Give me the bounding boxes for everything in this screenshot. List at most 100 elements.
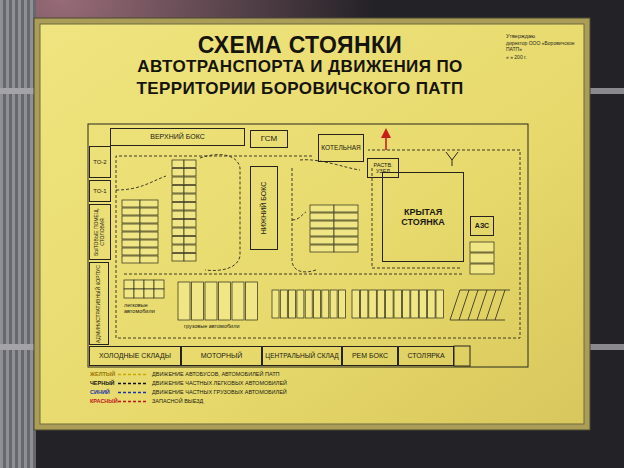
parking-slot-group bbox=[272, 290, 345, 318]
parking-slot bbox=[122, 224, 140, 231]
legend-row: ДВИЖЕНИЕ АВТОБУСОВ, АВТОМОБИЛЕЙ ПАТП bbox=[152, 371, 279, 377]
parking-slot-group bbox=[124, 280, 164, 298]
parking-slot-line bbox=[486, 290, 496, 320]
building-box: ТО-2 bbox=[89, 146, 111, 178]
building-box: СТОЛЯРКА bbox=[398, 346, 454, 366]
parking-slot-group bbox=[122, 200, 158, 263]
small-building bbox=[454, 346, 470, 366]
parking-slot bbox=[122, 256, 140, 263]
legend-row: ЗАПАСНОЙ ВЫЕЗД bbox=[152, 398, 203, 404]
box-label-group: КОТЕЛЬНАЯ bbox=[321, 144, 360, 151]
box-label-group: ГСМ bbox=[261, 134, 277, 143]
parking-slot bbox=[334, 221, 358, 228]
parking-slot bbox=[436, 290, 444, 318]
parking-slot bbox=[192, 282, 204, 320]
box-label: КОТЕЛЬНАЯ bbox=[321, 144, 360, 151]
parking-slot bbox=[402, 290, 410, 318]
parking-slot bbox=[310, 205, 334, 212]
parking-slot bbox=[184, 160, 196, 168]
label: легковые автомобили bbox=[124, 302, 170, 315]
parking-slot bbox=[154, 280, 164, 289]
label-holder: СИНИЙ bbox=[90, 389, 110, 395]
legend-row: ДВИЖЕНИЕ ЧАСТНЫХ ГРУЗОВЫХ АВТОМОБИЛЕЙ bbox=[152, 389, 287, 395]
parking-slot bbox=[369, 290, 377, 318]
parking-slot bbox=[140, 200, 158, 207]
box-label-group: НИЖНИЙ БОКС bbox=[260, 182, 268, 235]
label: « » 200 г. bbox=[506, 55, 527, 61]
parking-slot bbox=[377, 290, 385, 318]
parking-slot bbox=[334, 213, 358, 220]
parking-slot-group bbox=[352, 290, 444, 318]
box-label-group: ХОЛОДНЫЕ СКЛАДЫ bbox=[99, 352, 171, 360]
parking-slot bbox=[124, 280, 134, 289]
parking-slot bbox=[330, 290, 337, 318]
parking-slot bbox=[470, 253, 494, 263]
parking-slot bbox=[140, 224, 158, 231]
box-label: ЦЕНТРАЛЬНЫЙ СКЛАД bbox=[265, 352, 338, 359]
parking-slot bbox=[140, 208, 158, 215]
parking-slot-line bbox=[477, 290, 487, 320]
parking-slot bbox=[386, 290, 394, 318]
parking-slot bbox=[205, 282, 217, 320]
label-holder: директор ООО «Боровичское ПАТП» bbox=[506, 41, 582, 53]
parking-slot bbox=[352, 290, 360, 318]
legend-sample bbox=[118, 392, 148, 393]
parking-slot bbox=[140, 232, 158, 239]
label-holder: « » 200 г. bbox=[506, 55, 527, 61]
fork-symbol bbox=[446, 152, 458, 166]
box-label: ХОЛОДНЫЕ СКЛАДЫ bbox=[99, 352, 171, 360]
parking-slot bbox=[124, 289, 134, 298]
building-box: ГСМ bbox=[250, 130, 288, 148]
rail bbox=[586, 88, 624, 94]
building-box: НИЖНИЙ БОКС bbox=[250, 166, 278, 250]
box-label-group: ВЕРХНИЙ БОКС bbox=[150, 133, 204, 141]
parking-slot-group bbox=[178, 282, 258, 320]
parking-slot bbox=[219, 282, 231, 320]
box-label: ВЕРХНИЙ БОКС bbox=[150, 133, 204, 141]
parking-slot bbox=[394, 290, 402, 318]
parking-slot bbox=[172, 194, 184, 202]
board-frame bbox=[34, 18, 590, 430]
parking-slot bbox=[334, 237, 358, 244]
box-label: СТОЛОВАЯ bbox=[100, 208, 106, 256]
parking-slot bbox=[322, 290, 329, 318]
parking-slot bbox=[172, 228, 184, 236]
parking-slot bbox=[122, 232, 140, 239]
route bbox=[200, 155, 240, 271]
parking-slot bbox=[172, 245, 184, 253]
rail bbox=[586, 344, 624, 350]
box-label: НИЖНИЙ БОКС bbox=[260, 182, 268, 235]
box-label-group: РЕМ БОКС bbox=[352, 352, 388, 360]
parking-slot bbox=[184, 177, 196, 185]
parking-slot bbox=[172, 254, 184, 262]
parking-slot bbox=[184, 169, 196, 177]
label: Утверждаю bbox=[506, 33, 582, 39]
box-label-group: КРЫТАЯ СТОЯНКА bbox=[387, 207, 459, 228]
parking-slot bbox=[184, 186, 196, 194]
building-box: КРЫТАЯ СТОЯНКА bbox=[382, 172, 464, 262]
box-label: АДМИНИСТРАТИВНЫЙ КОРПУС bbox=[96, 265, 102, 343]
parking-slot-group bbox=[470, 242, 494, 274]
parking-slot bbox=[154, 289, 164, 298]
parking-slot bbox=[310, 245, 334, 252]
parking-slot bbox=[334, 245, 358, 252]
box-label: МОТОРНЫЙ bbox=[201, 352, 243, 360]
legend-text: ДВИЖЕНИЕ ЧАСТНЫХ ЛЕГКОВЫХ АВТОМОБИЛЕЙ bbox=[152, 380, 287, 386]
parking-slot bbox=[310, 237, 334, 244]
label-holder: ЧЕРНЫЙ bbox=[90, 380, 115, 386]
label-holder: Утверждаю bbox=[506, 33, 582, 39]
parking-slot bbox=[172, 169, 184, 177]
parking-slot bbox=[144, 280, 154, 289]
label: ЧЕРНЫЙ bbox=[90, 380, 115, 386]
parking-slot bbox=[334, 205, 358, 212]
label: директор ООО «Боровичское ПАТП» bbox=[506, 41, 582, 53]
legend-sample bbox=[118, 383, 148, 384]
parking-slot bbox=[470, 264, 494, 274]
parking-slot bbox=[314, 290, 321, 318]
parking-slot bbox=[122, 216, 140, 223]
label: грузовые автомобили bbox=[184, 323, 239, 329]
board bbox=[40, 24, 584, 424]
parking-slot bbox=[305, 290, 312, 318]
building-box: КОТЕЛЬНАЯ bbox=[318, 134, 364, 162]
